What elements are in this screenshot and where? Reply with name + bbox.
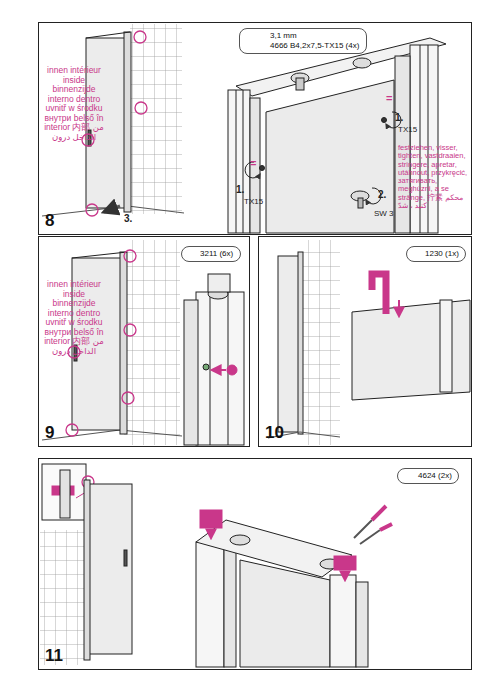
instruction-label: =	[250, 157, 256, 169]
part-number: 4666 B4,2x7,5-TX15 (4x)	[270, 41, 360, 51]
part-number: 3,1 mm	[270, 31, 360, 41]
instruction-label: TX15	[244, 198, 263, 207]
wall-tiles	[124, 240, 180, 445]
step-number: 8	[45, 211, 54, 231]
part-callout-box: 3,1 mm4666 B4,2x7,5-TX15 (4x)	[239, 28, 367, 54]
wall-tiles	[40, 530, 88, 665]
step-number: 9	[45, 423, 54, 443]
part-number: 4624 (2x)	[418, 471, 452, 481]
part-callout-box: 4624 (2x)	[397, 468, 459, 484]
part-number: 3211 (6x)	[200, 249, 234, 259]
instruction-label: 1.	[236, 184, 244, 195]
instruction-label: 2.	[378, 189, 386, 200]
step-number: 11	[45, 646, 63, 666]
instruction-label: 1.	[395, 112, 403, 123]
wall-tiles	[300, 240, 340, 445]
step-panel: 10 1230 (1x)	[258, 236, 472, 447]
instruction-label: festziehen, visser, tighten, vastdraaien…	[398, 144, 470, 210]
part-callout-box: 1230 (1x)	[406, 246, 466, 262]
instruction-label: 3.	[124, 213, 132, 224]
side-indicator: innen intérieur inside binnenzijde inter…	[42, 280, 106, 356]
step-panel: 11 4624 (2x)	[38, 458, 472, 670]
part-callout-box: 3211 (6x)	[181, 246, 241, 262]
part-number: 1230 (1x)	[425, 249, 459, 259]
instruction-label: =	[386, 92, 392, 104]
wall-tiles	[130, 24, 182, 214]
step-number: 10	[265, 423, 284, 443]
instruction-label: SW 3	[374, 210, 394, 219]
instruction-label: TX15	[398, 126, 417, 135]
side-indicator: innen intérieur inside binnenzijde inter…	[42, 66, 106, 142]
